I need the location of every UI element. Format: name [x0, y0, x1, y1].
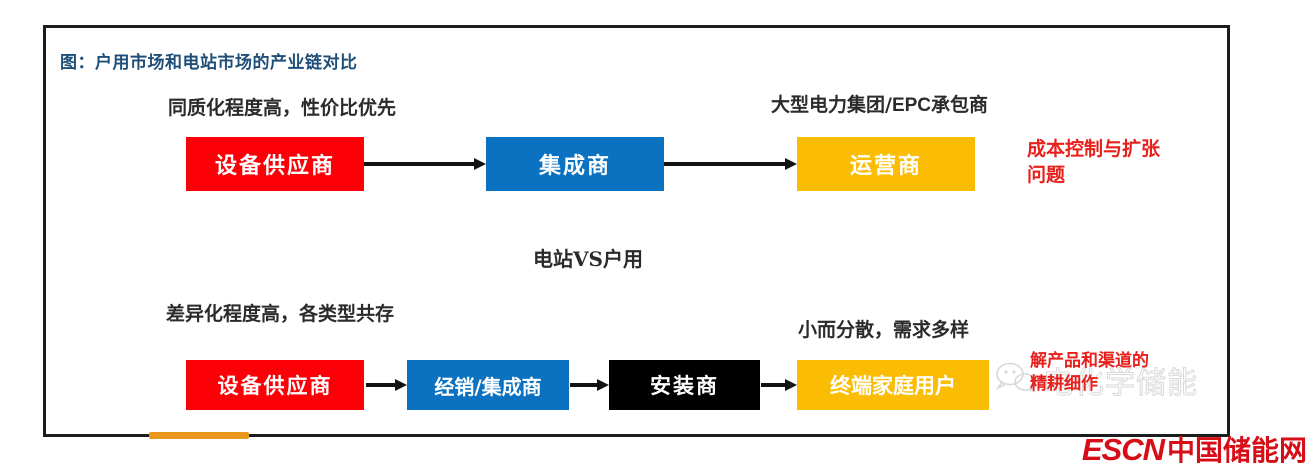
caption-top-right-epc: EPC [891, 95, 932, 116]
node-operator[interactable]: 运营商 [797, 137, 975, 191]
site-logo: ESCN 中国储能网 [1082, 429, 1307, 469]
arrow-shaft [364, 162, 474, 166]
arrow-dealer-to-installer [570, 379, 609, 391]
annotation-product-channel: 解产品和渠道的 精耕细作 [1030, 351, 1149, 394]
caption-top-left: 同质化程度高，性价比优先 [168, 97, 397, 119]
arrow-head [597, 379, 609, 391]
node-end-household-user[interactable]: 终端家庭用户 [797, 360, 989, 410]
page-title: 图：户用市场和电站市场的产业链对比 [60, 53, 358, 72]
caption-top-right-suffix: 承包商 [931, 94, 989, 116]
caption-top-right: 大型电力集团/EPC承包商 [771, 90, 988, 117]
node-dealer-integrator[interactable]: 经销/集成商 [407, 360, 569, 410]
node-integrator[interactable]: 集成商 [486, 137, 664, 191]
node-installer[interactable]: 安装商 [609, 360, 760, 410]
logo-text-cn: 中国储能网 [1166, 434, 1307, 467]
arrow-shaft [761, 383, 785, 387]
arrow-head [785, 379, 797, 391]
logo-text-en: ESCN [1081, 432, 1165, 467]
node-equipment-supplier-bottom[interactable]: 设备供应商 [186, 360, 364, 410]
caption-top-right-prefix: 大型电力集团/ [771, 94, 892, 116]
orange-accent-bar [149, 432, 249, 439]
caption-bottom-left: 差异化程度高，各类型共存 [166, 303, 395, 325]
arrow-shaft [570, 383, 597, 387]
caption-vs-divider: 电站VS户用 [533, 247, 643, 271]
arrow-head [785, 158, 797, 170]
arrow-shaft [366, 383, 395, 387]
arrow-head [395, 379, 407, 391]
arrow-head [474, 158, 486, 170]
arrow-supplier-to-integrator [364, 158, 486, 170]
arrow-supplier-to-dealer [366, 379, 407, 391]
arrow-integrator-to-operator [664, 158, 797, 170]
annotation-cost-control: 成本控制与扩张 问题 [1027, 138, 1161, 186]
arrow-shaft [664, 162, 785, 166]
node-equipment-supplier-top[interactable]: 设备供应商 [186, 137, 364, 191]
caption-bottom-right: 小而分散，需求多样 [798, 319, 970, 341]
arrow-installer-to-household [761, 379, 797, 391]
